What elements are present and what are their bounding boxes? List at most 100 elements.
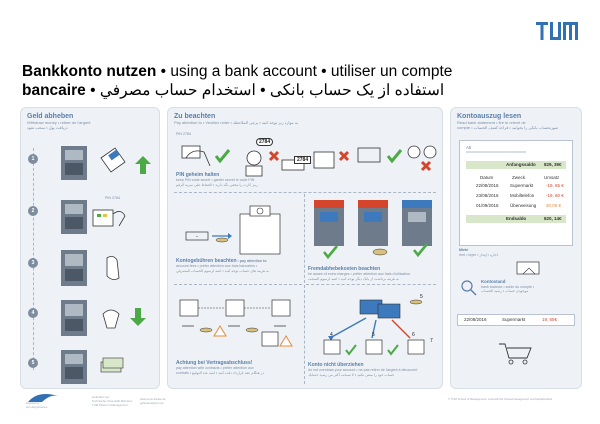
overdraw-sub: do not overdraw your account • ne pas re…	[308, 368, 418, 372]
title-rtl: • استفاده از یک حساب بانکی • استخدام حسا…	[85, 82, 445, 99]
statement-sub: Read bank statement • lire le relevé de	[457, 120, 526, 125]
attention-sub: Pay attention to • Veuillez noter • به م…	[174, 120, 299, 125]
tum-logo	[536, 22, 578, 40]
withdraw-heading: Geld abheben	[27, 113, 74, 120]
example-date: 22/08/2016	[464, 317, 487, 322]
title-rest: • using a bank account • utiliser un com…	[156, 63, 453, 80]
overdraw-amount: 5	[420, 294, 423, 300]
withdraw-sub-rtl: دریافت پول • سحب نقود	[27, 125, 68, 130]
anfangssaldo-row	[466, 161, 566, 169]
row-amount: -19, 65 €	[546, 183, 564, 188]
miete-label: Miete	[459, 248, 469, 252]
step-number: 1	[28, 154, 38, 164]
row-date: 22/08/2016	[476, 183, 499, 188]
foreign-sub-rtl: به هزینه برداشت از بانک دیگر توجه کنید •…	[308, 276, 399, 281]
overdraw-amount: 7	[430, 338, 433, 344]
overdraw-title: Konto nicht überziehen	[308, 362, 364, 368]
panel-withdraw-money: Geld abheben Withdraw money • retirer de…	[20, 107, 160, 389]
col-header-amount: Umsatz	[544, 175, 560, 180]
contract-calendar-illustration	[179, 299, 293, 347]
contract-sub-rtl: در هنگام عقد قرارداد دقت کنید • انتبه عن…	[192, 370, 264, 375]
fees-sub: account fees • prêter attention aux frai…	[176, 264, 258, 268]
contract-sub2: contrats •	[176, 370, 192, 375]
pin-bubble-1: 2784	[256, 138, 274, 146]
title-fr: bancaire	[22, 82, 86, 99]
footer-text: Gefördert von:	[92, 395, 110, 399]
endsaldo-row	[466, 215, 566, 223]
divider	[174, 192, 436, 193]
foreign-title: Fremdabhebekosten beachten	[308, 266, 381, 272]
step-number: 4	[28, 308, 38, 318]
statement-heading: Kontoauszug lesen	[457, 113, 522, 120]
footer-text: Technische Universität München	[92, 399, 133, 403]
fees-title-rest: • pay attention to	[236, 259, 267, 263]
footer-brand: inspired by	[26, 401, 40, 405]
atm-take-card-illustration	[61, 300, 146, 336]
statement-sub2: compte •	[457, 125, 473, 130]
example-amount: 19, 65€	[542, 317, 558, 322]
withdraw-sub: Withdraw money • retirer de l'argent	[27, 120, 91, 125]
pin-sub: keep PIN code secret • garder secret le …	[176, 178, 255, 182]
bank-statement: A5 Anfangssaldo 829, 39€ Datum Zweck Ums…	[459, 140, 573, 246]
title-de: Bankkonto nutzen	[22, 63, 157, 80]
pin-sub-rtl: رمز کارت را مخفی نگه دارید • الحفاظ على …	[176, 182, 258, 187]
endsaldo-label: Endsaldo	[506, 216, 527, 221]
atm-amount-select-illustration	[61, 250, 120, 286]
panel-pay-attention: Zu beachten Pay attention to • Veuillez …	[167, 107, 443, 389]
pin-code-label: PIN 2784	[105, 196, 120, 200]
footer-text: gofinance@tum.de	[140, 401, 164, 405]
miete-sub: rent • loyer • اجاره • إيجار	[459, 252, 498, 257]
col-header-date: Datum	[480, 175, 494, 180]
footer-text: www.ernst-franke.de	[140, 397, 166, 401]
statement-sub-rtl: صورتحساب بانکی را بخوانید • قراءة كشف ال…	[473, 125, 559, 130]
fees-sub-rtl: به هزینه های حساب توجه کنید • انتبه لرسو…	[176, 268, 269, 273]
row-date: 01/09/2016	[476, 203, 499, 208]
anfangssaldo-value: 829, 39€	[544, 162, 562, 167]
contract-sub: pay attention with contracts • prêter at…	[176, 366, 254, 370]
atm-card-insert-illustration	[61, 146, 151, 180]
divider	[174, 284, 302, 285]
row-purpose: Supermarkt	[510, 183, 534, 188]
attention-heading: Zu beachten	[174, 113, 216, 120]
fees-title: Kontogebühren beachten	[176, 258, 237, 264]
row-date: 23/08/2016	[476, 193, 499, 198]
minus-sign: -	[196, 234, 198, 240]
endsaldo-value: 820, 14€	[544, 216, 562, 221]
pin-title: PIN geheim halten	[176, 172, 220, 178]
poster-title: Bankkonto nutzen • using a bank account …	[22, 62, 492, 100]
overdraw-amount: 6	[412, 332, 415, 338]
panel-read-statement: Kontoauszug lesen Read bank statement • …	[450, 107, 582, 389]
magnifier-icon	[461, 280, 477, 296]
statement-line	[466, 151, 526, 153]
kontostand-rtl: موجودی حساب • رصيد الحساب	[481, 289, 529, 294]
gofinance-logo	[28, 394, 58, 402]
example-purpose: Supermarkt	[502, 317, 526, 322]
kontostand-label: Kontostand	[481, 279, 506, 284]
overdraw-amount: 4	[330, 332, 333, 338]
overdraw-illustration	[323, 299, 425, 356]
overdraw-amount: 5	[372, 332, 375, 338]
shopping-cart-icon	[499, 343, 532, 365]
step-number: 3	[28, 258, 38, 268]
row-purpose: Überweisung	[510, 203, 537, 208]
atm-pin-entry-illustration	[61, 200, 126, 234]
pin-small-label: PIN 2784	[176, 132, 191, 136]
statement-account-name: A5	[466, 145, 472, 150]
atm-take-cash-illustration	[61, 350, 124, 384]
divider	[304, 194, 305, 384]
contract-title: Achtung bei Vertragsabschluss!	[176, 360, 253, 366]
step-number: 5	[28, 358, 38, 368]
anfangssaldo-label: Anfangssaldo	[506, 162, 536, 167]
foreign-sub: be aware of extra charges • prêter atten…	[308, 272, 411, 276]
bank-fees-illustration: -	[185, 205, 281, 255]
kontostand-sub: bank balance • solde du compte •	[481, 284, 535, 289]
footer-text: TUM School of Management	[92, 403, 128, 407]
step-number: 2	[28, 206, 38, 216]
row-amount: -19, 60 €	[546, 193, 564, 198]
col-header-purpose: Zweck	[512, 175, 526, 180]
footer-copyright: © TUM School of Management, Lehrstuhl fü…	[448, 397, 553, 401]
pin-bubble-2: 2784	[294, 156, 312, 164]
row-amount: 30,00 €	[546, 203, 562, 208]
divider	[306, 284, 436, 285]
pin-secret-illustration	[181, 145, 437, 177]
